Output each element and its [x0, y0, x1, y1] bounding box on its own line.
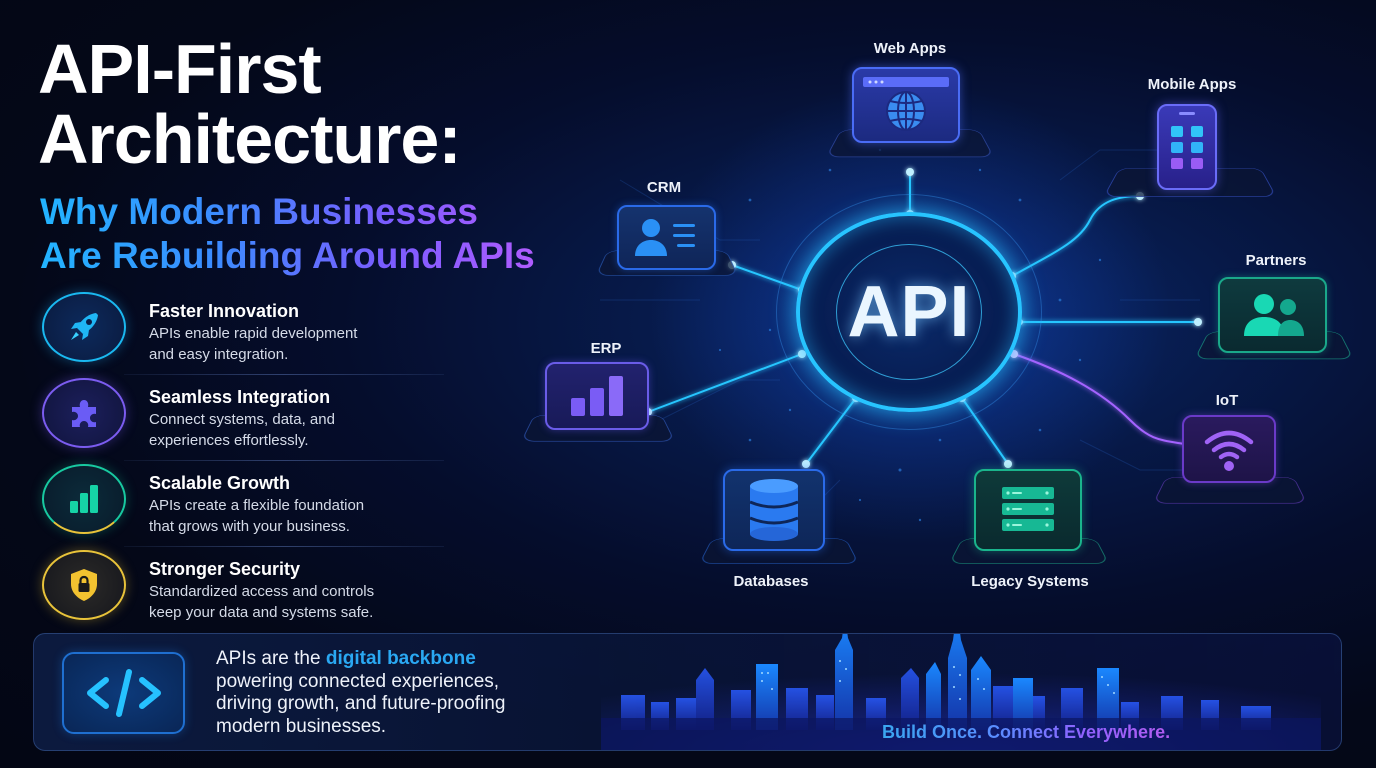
- summary-panel: APIs are the digital backbone powering c…: [33, 633, 1342, 751]
- feature-desc-line-1: APIs create a flexible foundation: [149, 497, 365, 514]
- node-web-apps[interactable]: [852, 67, 960, 143]
- node-label-legacy-systems: Legacy Systems: [971, 573, 1089, 590]
- node-crm[interactable]: [617, 205, 716, 270]
- feature-list: Faster Innovation APIs enable rapid deve…: [42, 290, 444, 634]
- node-partners[interactable]: [1218, 277, 1327, 353]
- title-line-1: API-First: [38, 30, 322, 108]
- node-label-mobile-apps: Mobile Apps: [1147, 76, 1237, 93]
- summary-text-prefix: APIs are the: [216, 648, 326, 669]
- feature-title: Seamless Integration: [149, 387, 331, 407]
- subtitle-line-1: Why Modern Businesses: [40, 191, 478, 232]
- feature-title: Scalable Growth: [149, 473, 291, 493]
- summary-line-4: modern businesses.: [216, 715, 387, 737]
- node-erp[interactable]: [545, 362, 649, 430]
- title-line-2: Architecture:: [38, 100, 462, 178]
- city-skyline-illustration: [601, 634, 1321, 750]
- wifi-icon: [1204, 430, 1254, 471]
- feature-desc-line-2: and easy integration.: [149, 346, 289, 363]
- feature-title: Stronger Security: [149, 559, 301, 579]
- rocket-icon: [42, 292, 126, 362]
- feature-desc-line-2: experiences effortlessly.: [149, 432, 309, 449]
- api-outer-ring: [776, 194, 1042, 430]
- node-label-partners: Partners: [1245, 252, 1307, 269]
- database-icon: [749, 479, 799, 541]
- node-label-iot: IoT: [1215, 392, 1239, 409]
- smartphone-icon: [1171, 112, 1203, 169]
- puzzle-icon: [42, 378, 126, 448]
- summary-line-3: driving growth, and future-proofing: [216, 693, 506, 714]
- globe-browser-icon: [863, 77, 949, 131]
- subtitle-line-2: Are Rebuilding Around APIs: [40, 235, 535, 276]
- page-title: API-First Architecture:: [38, 30, 462, 178]
- feature-item-scalable-growth: Scalable Growth APIs create a flexible f…: [42, 460, 444, 548]
- node-label-crm: CRM: [646, 179, 682, 196]
- node-label-web-apps: Web Apps: [873, 40, 947, 57]
- code-icon: [62, 652, 185, 734]
- node-label-databases: Databases: [733, 573, 809, 590]
- summary-line-2: powering connected experiences,: [216, 670, 500, 692]
- node-legacy-systems[interactable]: [974, 469, 1082, 551]
- api-inner-ring: [836, 244, 982, 380]
- users-icon: [1243, 294, 1304, 336]
- bar-chart-icon: [42, 464, 126, 534]
- feature-desc-line-2: that grows with your business.: [149, 518, 350, 535]
- node-databases[interactable]: [723, 469, 825, 551]
- feature-desc-line-1: APIs enable rapid development: [149, 325, 358, 342]
- feature-title: Faster Innovation: [149, 301, 300, 321]
- summary-text: APIs are the digital backbone powering c…: [216, 648, 505, 738]
- feature-item-stronger-security: Stronger Security Standardized access an…: [42, 546, 444, 634]
- contact-card-icon: [634, 218, 695, 256]
- api-center-label: API: [847, 272, 971, 352]
- feature-desc-line-2: keep your data and systems safe.: [149, 604, 374, 621]
- page-subtitle: Why Modern Businesses Are Rebuilding Aro…: [40, 190, 535, 278]
- api-hub-diagram: API Web Apps Mobile Apps CRM: [500, 0, 1376, 620]
- feature-desc-line-1: Standardized access and controls: [149, 583, 375, 600]
- node-label-erp: ERP: [590, 340, 622, 357]
- tagline: Build Once. Connect Everywhere.: [882, 722, 1171, 742]
- feature-item-faster-innovation: Faster Innovation APIs enable rapid deve…: [42, 290, 444, 376]
- feature-item-seamless-integration: Seamless Integration Connect systems, da…: [42, 374, 444, 462]
- summary-highlight: digital backbone: [325, 648, 476, 669]
- shield-lock-icon: [42, 550, 126, 620]
- server-rack-icon: [1002, 487, 1054, 531]
- node-mobile-apps[interactable]: [1157, 104, 1217, 190]
- feature-desc-line-1: Connect systems, data, and: [149, 411, 335, 428]
- node-iot[interactable]: [1182, 415, 1276, 483]
- erp-bar-chart-icon: [571, 376, 623, 416]
